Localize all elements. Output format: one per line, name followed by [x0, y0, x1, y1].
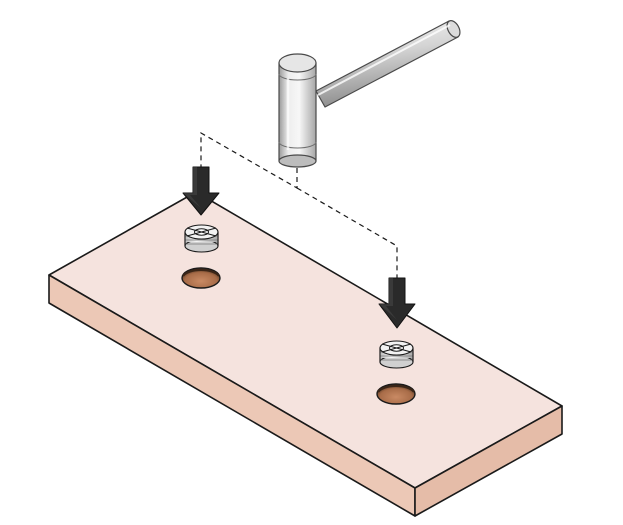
- wooden-panel: [48, 191, 563, 517]
- arrow-down-icon: [378, 277, 416, 329]
- panel-side-edge: [414, 405, 563, 517]
- drilled-hole-icon: [181, 267, 221, 289]
- hammer-icon: [278, 20, 461, 168]
- threaded-insert-icon: [379, 340, 414, 369]
- threaded-insert-icon: [184, 224, 219, 253]
- strike-guide-lines: [200, 131, 398, 278]
- hammer-head: [278, 53, 317, 168]
- hammer-handle: [315, 20, 461, 108]
- arrow-down-icon: [182, 166, 220, 216]
- drilled-hole-icon: [376, 383, 416, 405]
